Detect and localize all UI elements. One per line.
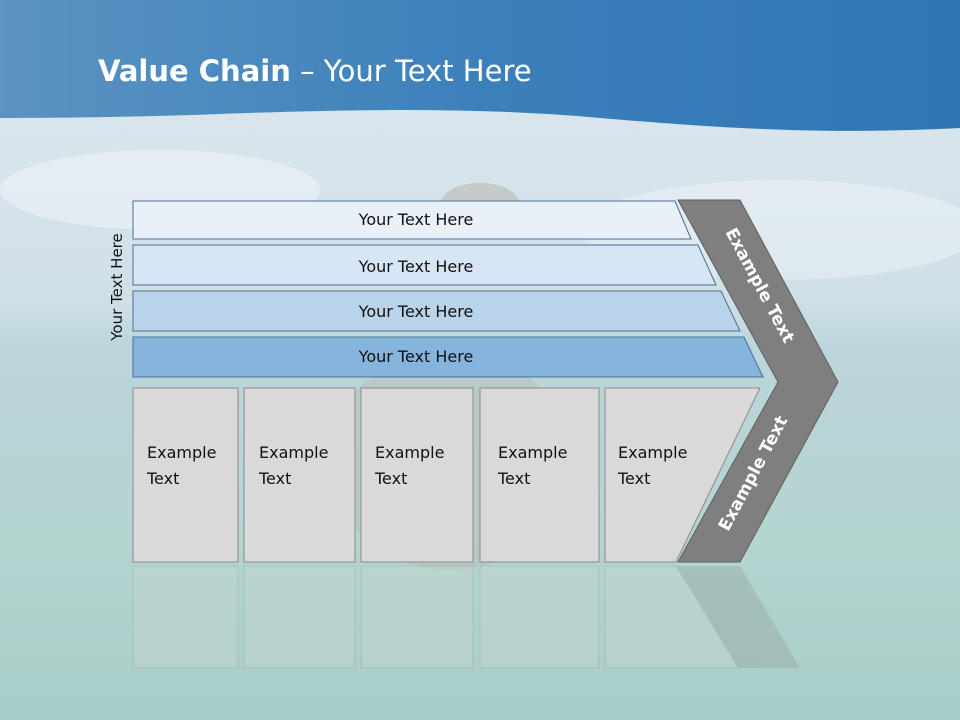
title-bold: Value Chain	[98, 54, 291, 88]
box-3-line2: Text	[374, 469, 407, 488]
box-5	[604, 387, 761, 563]
bar-4	[132, 336, 764, 378]
box-3-line1: Example	[375, 443, 444, 462]
box-1-line1: Example	[147, 443, 216, 462]
bar-3	[132, 290, 741, 332]
bar-3-label: Your Text Here	[358, 302, 474, 321]
box-4	[479, 387, 600, 563]
box-1	[132, 387, 239, 563]
bar-1	[132, 200, 692, 240]
box-2-line1: Example	[259, 443, 328, 462]
box-5-line1: Example	[618, 443, 687, 462]
reflection	[132, 565, 800, 669]
chevron-arrow	[677, 199, 839, 563]
box-2	[243, 387, 356, 563]
box-1-line2: Text	[146, 469, 179, 488]
bar-1-label: Your Text Here	[358, 210, 474, 229]
bar-4-label: Your Text Here	[358, 347, 474, 366]
slide-title: Value Chain – Your Text Here	[98, 54, 532, 88]
box-4-line1: Example	[498, 443, 567, 462]
title-rest: – Your Text Here	[290, 54, 532, 88]
bar-2-label: Your Text Here	[358, 257, 474, 276]
bar-2	[132, 244, 717, 286]
box-3	[360, 387, 474, 563]
box-2-line2: Text	[258, 469, 291, 488]
box-4-line2: Text	[497, 469, 530, 488]
box-5-line2: Text	[617, 469, 650, 488]
